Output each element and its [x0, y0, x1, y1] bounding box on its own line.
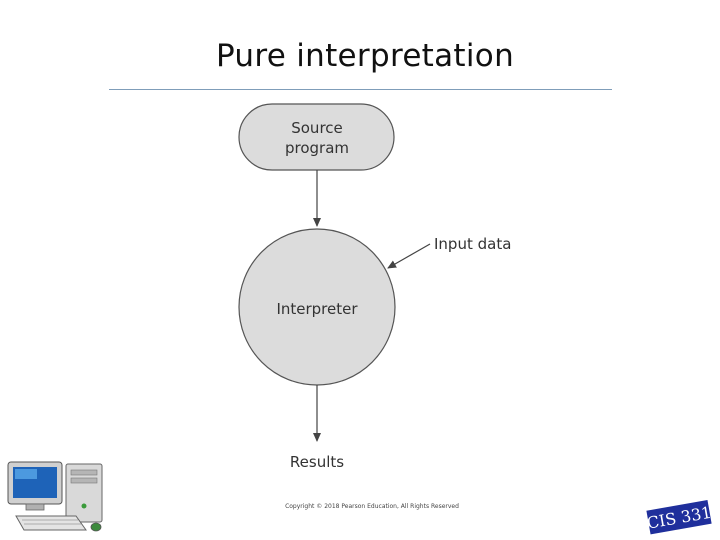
slide-title: Pure interpretation [215, 38, 515, 74]
input-data-arrow [387, 243, 431, 269]
source-program-label-line2: program [285, 139, 349, 157]
copyright-notice: Copyright © 2018 Pearson Education, All … [285, 503, 459, 510]
course-badge: CIS 331 [645, 499, 713, 535]
source-program-label-line1: Source [291, 119, 343, 137]
input-data-label: Input data [434, 235, 511, 253]
source-program-node [238, 103, 395, 171]
computer-icon [7, 461, 103, 532]
title-divider [109, 89, 612, 90]
interpreter-label: Interpreter [276, 300, 358, 318]
results-label: Results [290, 453, 344, 471]
